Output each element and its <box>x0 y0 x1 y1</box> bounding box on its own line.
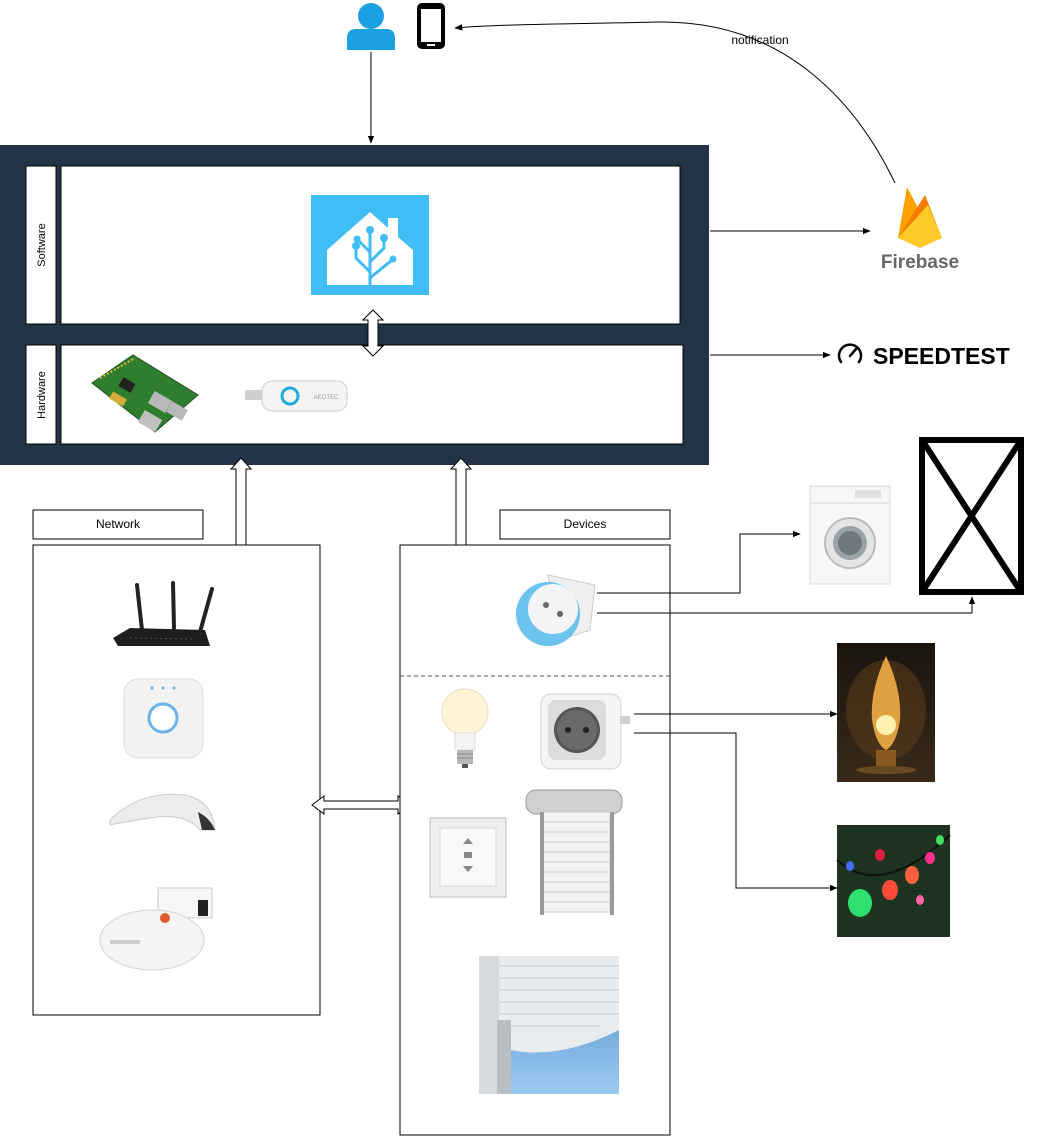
edge-system-devices <box>449 457 473 558</box>
speedtest-label: SPEEDTEST <box>873 343 1010 369</box>
edge-plug-to-washer <box>597 530 801 594</box>
firebase-label: Firebase <box>881 252 959 273</box>
edge-software-hardware <box>361 309 385 357</box>
edge-network-devices <box>311 795 412 815</box>
notification-label: notification <box>731 33 788 47</box>
zwave-stick-image: AEOTEC <box>245 380 348 412</box>
devices-title: Devices <box>564 517 607 531</box>
hue-bridge-image <box>123 678 204 759</box>
devices-title-box <box>499 509 671 540</box>
hardware-label: Hardware <box>36 371 48 419</box>
raspberry-pi-image <box>91 354 199 433</box>
user-icon <box>347 3 395 50</box>
software-label-box <box>25 165 57 325</box>
shutter-photo-image <box>479 956 619 1094</box>
edge-notification <box>454 21 896 184</box>
svg-text:AEOTEC: AEOTEC <box>314 395 339 401</box>
washing-machine-image <box>809 485 891 585</box>
edge-smartplug-to-lights <box>634 732 838 892</box>
hardware-label-box <box>25 344 57 445</box>
edge-plug-to-placeholder <box>597 596 976 614</box>
string-lights-image <box>836 825 951 937</box>
firebase-logo <box>898 187 942 248</box>
smart-plug-image <box>540 693 630 770</box>
network-title: Network <box>96 517 141 531</box>
edge-system-network <box>229 457 253 558</box>
placeholder-device-image <box>919 437 1024 595</box>
robot-vacuum-image <box>99 887 213 971</box>
smartphone-icon <box>417 3 445 49</box>
wall-switch-image <box>429 817 507 898</box>
software-label: Software <box>36 223 48 266</box>
roller-shutter-image <box>525 789 623 915</box>
fibaro-plug-image <box>516 574 596 646</box>
somfy-box-image <box>109 793 216 831</box>
home-assistant-logo <box>311 195 429 295</box>
speedtest-gauge-icon <box>837 343 863 364</box>
light-bulb-image <box>441 688 489 768</box>
table-lamp-image <box>837 643 935 782</box>
router-image <box>113 581 214 646</box>
network-title-box <box>32 509 204 540</box>
